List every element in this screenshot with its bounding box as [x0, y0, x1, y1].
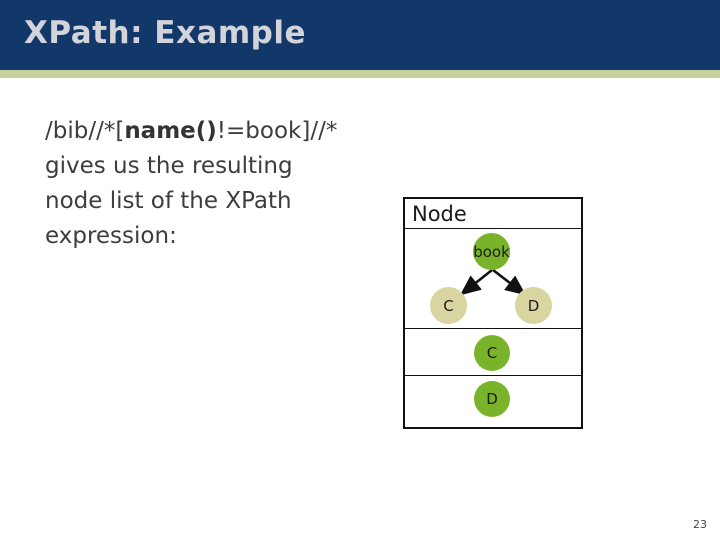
expression-bold-function: name() [124, 118, 217, 144]
result-node-d: D [474, 381, 510, 417]
tree-node-d: D [515, 287, 552, 324]
slide-title: XPath: Example [24, 15, 307, 51]
slide-header: XPath: Example [0, 0, 720, 70]
node-result-table: Node book C D C D [403, 197, 583, 429]
body-text-line: expression: [45, 223, 177, 249]
result-row-c: C [405, 329, 581, 376]
result-node-c: C [474, 335, 510, 371]
table-header-label: Node [412, 201, 467, 226]
tree-node-c: C [430, 287, 467, 324]
tree-node-book: book [473, 233, 510, 270]
edge-book-to-c [459, 268, 493, 296]
body-text-line: node list of the XPath [45, 188, 292, 214]
body-text-line: gives us the resulting [45, 153, 293, 179]
edge-book-to-d [492, 268, 527, 296]
expression-suffix: !=book]//* [216, 118, 338, 144]
slide-body-text: /bib//*[name()!=book]//* gives us the re… [45, 114, 337, 254]
table-header-row: Node [405, 199, 581, 229]
xpath-expression-line: /bib//*[name()!=book]//* [45, 114, 337, 149]
tree-edges [459, 268, 527, 296]
result-row-d: D [405, 376, 581, 424]
tree-diagram-row: book C D [405, 229, 581, 329]
page-number: 23 [693, 518, 707, 531]
header-divider [0, 70, 720, 78]
expression-prefix: /bib//*[ [45, 118, 125, 144]
